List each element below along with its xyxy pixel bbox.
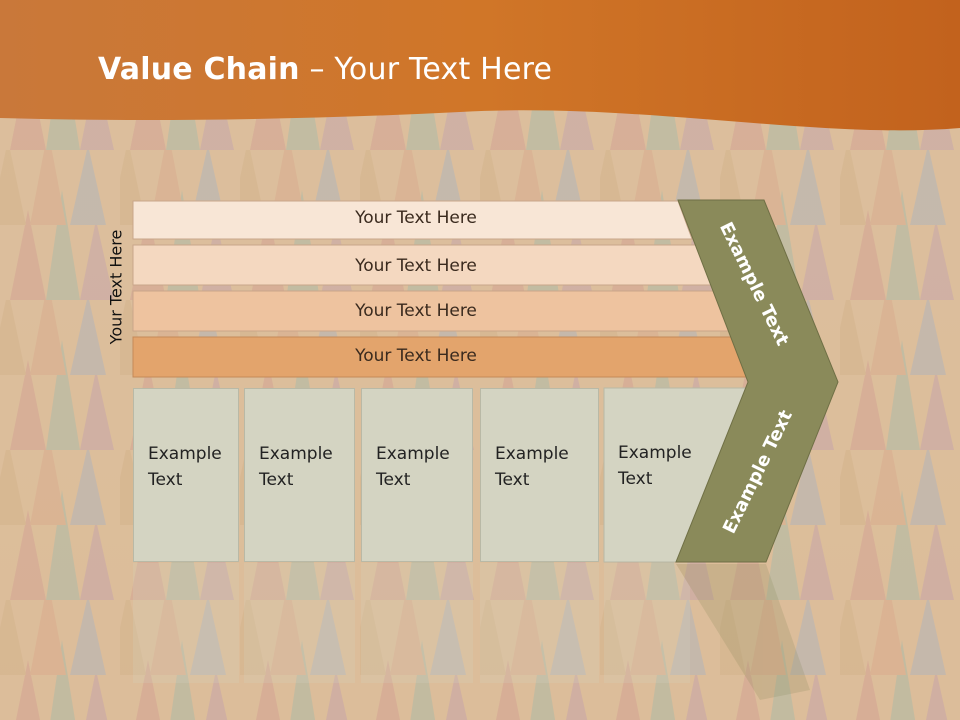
example-box-4-label: Example Text xyxy=(495,444,569,490)
chevron-arrow-shape xyxy=(675,199,839,563)
example-box-3-label: Example Text xyxy=(376,444,450,490)
row-label-3: Your Text Here xyxy=(355,301,477,321)
row-label-2: Your Text Here xyxy=(355,256,477,276)
row-label-1: Your Text Here xyxy=(355,208,477,228)
example-box-1-label: Example Text xyxy=(148,444,222,490)
example-box-4: Example Text xyxy=(480,388,599,562)
example-box-2-label: Example Text xyxy=(259,444,333,490)
example-box-1: Example Text xyxy=(133,388,239,562)
vertical-label: Your Text Here xyxy=(106,229,126,345)
example-box-3: Example Text xyxy=(361,388,473,562)
slide-title: Value Chain – Your Text Here xyxy=(98,52,552,87)
row-label-4: Your Text Here xyxy=(355,346,477,366)
header-band xyxy=(0,0,960,131)
example-box-2: Example Text xyxy=(244,388,355,562)
row-shape-1 xyxy=(132,200,693,240)
example-box-5-label: Example Text xyxy=(618,443,692,489)
title-bold: Value Chain xyxy=(98,52,300,87)
title-rest: – Your Text Here xyxy=(299,52,553,87)
